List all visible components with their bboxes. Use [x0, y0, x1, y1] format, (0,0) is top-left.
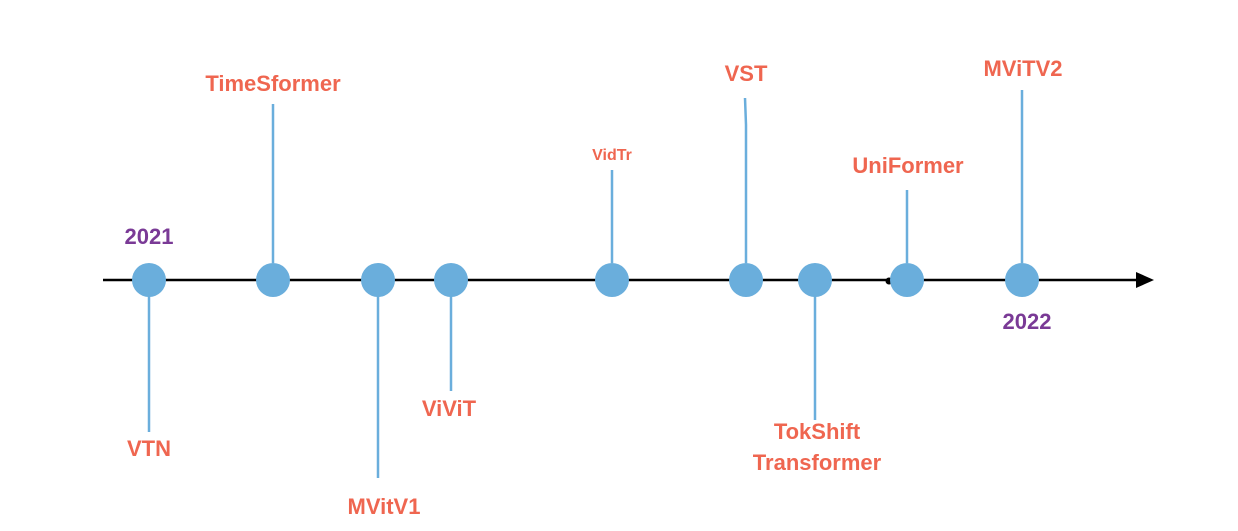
label-vtn: VTN	[127, 436, 171, 461]
label-mvitv2: MViTV2	[983, 56, 1062, 81]
node-mvitv1	[361, 263, 395, 297]
node-mvitv2	[1005, 263, 1039, 297]
year-label-start: 2021	[125, 224, 174, 249]
node-tokshift-transformer	[798, 263, 832, 297]
year-label-end: 2022	[1003, 309, 1052, 334]
label-mvitv1: MVitV1	[348, 494, 421, 519]
timeline-nodes	[132, 263, 1039, 297]
node-timesformer	[256, 263, 290, 297]
timeline-arrowhead	[1136, 272, 1154, 288]
node-vidtr	[595, 263, 629, 297]
label-vivit: ViViT	[422, 396, 477, 421]
label-timesformer: TimeSformer	[205, 71, 341, 96]
label-vidtr: VidTr	[592, 147, 632, 164]
connector-vst	[743, 97, 748, 263]
node-vst	[729, 263, 763, 297]
label-vst: VST	[725, 61, 768, 86]
connector-lines	[147, 90, 1024, 478]
node-vivit	[434, 263, 468, 297]
label-uniformer: UniFormer	[852, 153, 964, 178]
node-vtn	[132, 263, 166, 297]
node-uniformer	[890, 263, 924, 297]
